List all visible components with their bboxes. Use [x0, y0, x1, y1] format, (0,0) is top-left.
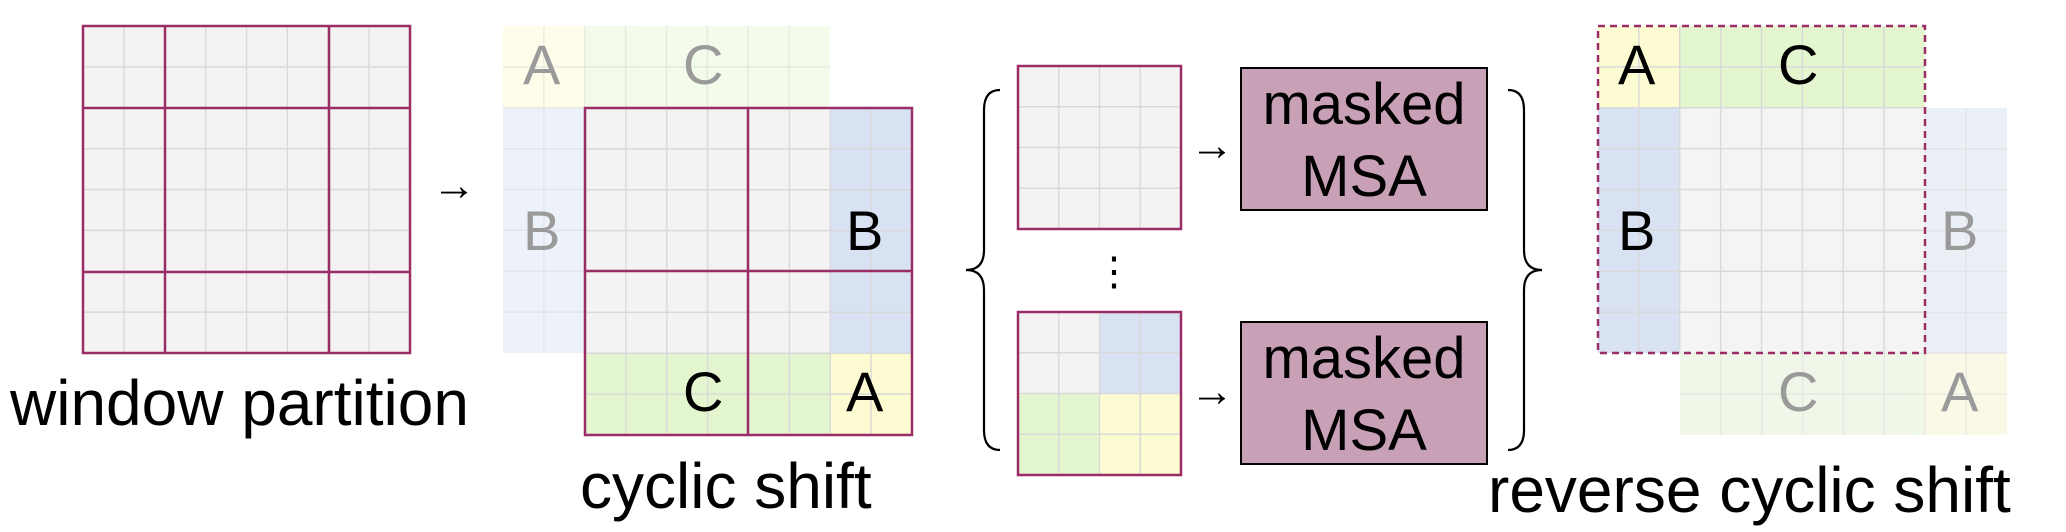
shifted-region-c-label: C	[683, 360, 723, 423]
cyclic-shift-caption: cyclic shift	[580, 450, 872, 522]
reverse-cyclic-shift-panel: B C A A C B reverse cyclic shift	[1488, 24, 2011, 526]
window-bottom-grid	[1018, 312, 1181, 475]
cyclic-shift-panel: A C B B C A cyclic shift	[503, 26, 914, 522]
arrow-icon: →	[432, 161, 476, 210]
restored-region-c-label: C	[1778, 33, 1818, 96]
msa-top-line2: MSA	[1301, 144, 1427, 209]
shifted-region-b-label: B	[846, 199, 883, 262]
reverse-ghost-b-label: B	[1941, 199, 1978, 262]
shifted-region-a-label: A	[846, 360, 884, 423]
window-top-grid	[1018, 66, 1181, 229]
restored-region-a-label: A	[1618, 33, 1656, 96]
partition-window-borders	[81, 24, 412, 355]
ellipsis-icon: ⋮	[1094, 250, 1134, 294]
window-partition-caption: window partition	[9, 367, 469, 439]
ghost-region-c-label: C	[683, 33, 723, 96]
msa-bottom-line2: MSA	[1301, 398, 1427, 463]
left-brace	[965, 88, 1001, 452]
masked-msa-box-top	[1240, 67, 1488, 211]
arrow-icon: →	[1190, 121, 1234, 170]
reverse-ghost-regions	[1680, 108, 2007, 435]
ghost-region-a-label: A	[523, 33, 561, 96]
restored-dashed-border	[1596, 24, 1927, 355]
arrow-icon: →	[1190, 367, 1234, 416]
masked-msa-box-bottom	[1240, 321, 1488, 465]
right-brace	[1507, 88, 1543, 452]
reverse-ghost-a-label: A	[1941, 360, 1979, 423]
msa-bottom-line1: masked	[1262, 326, 1465, 391]
restored-region-b-label: B	[1618, 199, 1655, 262]
msa-top-line1: masked	[1262, 72, 1465, 137]
reverse-ghost-c-label: C	[1778, 360, 1818, 423]
reverse-cyclic-shift-caption: reverse cyclic shift	[1488, 454, 2011, 526]
ghost-region-b-label: B	[523, 199, 560, 262]
restored-fine-grid	[1598, 26, 1925, 353]
shifted-window-borders	[583, 106, 914, 437]
window-partition-panel: window partition	[9, 24, 469, 439]
masked-msa-panel: → masked MSA ⋮ → masked MSA	[965, 64, 1543, 477]
